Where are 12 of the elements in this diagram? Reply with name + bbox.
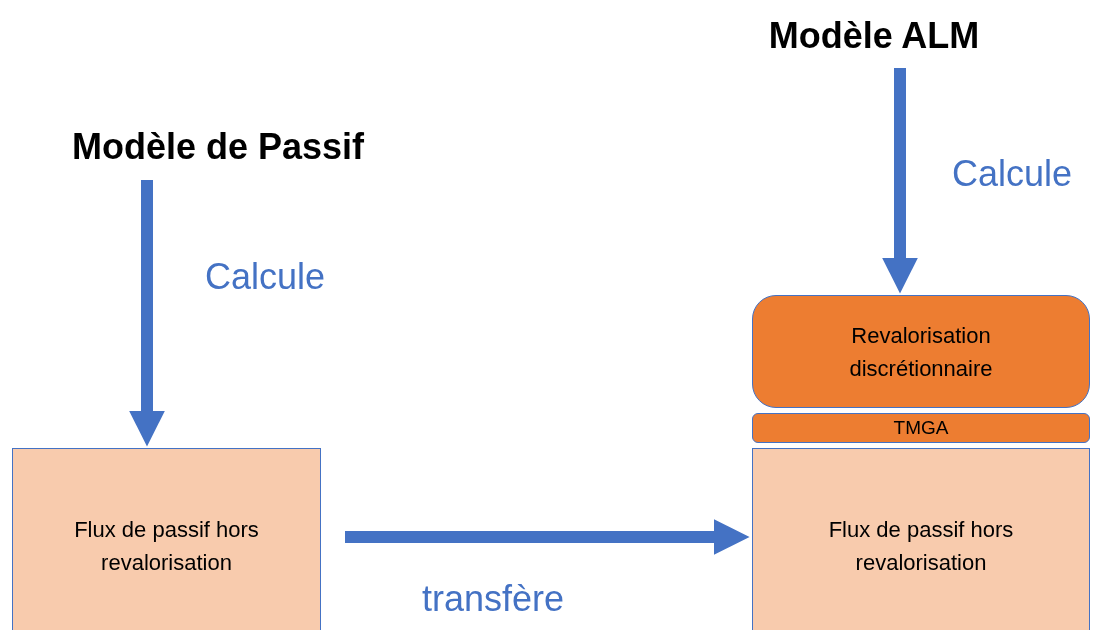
model-title: Modèle ALM — [745, 12, 1003, 60]
flow-box: Flux de passif hors revalorisation — [12, 448, 321, 630]
edge-label: transfère — [422, 578, 565, 620]
arrow — [882, 68, 918, 294]
edge-label: Calcule — [205, 256, 326, 298]
revaluation-box: Revalorisation discrétionnaire — [752, 295, 1090, 408]
arrow — [345, 519, 750, 555]
arrow — [129, 180, 165, 447]
model-title: Modèle de Passif — [48, 122, 388, 172]
rate-bar: TMGA — [752, 413, 1090, 443]
edge-label: Calcule — [952, 153, 1073, 195]
flow-box: Flux de passif hors revalorisation — [752, 448, 1090, 630]
